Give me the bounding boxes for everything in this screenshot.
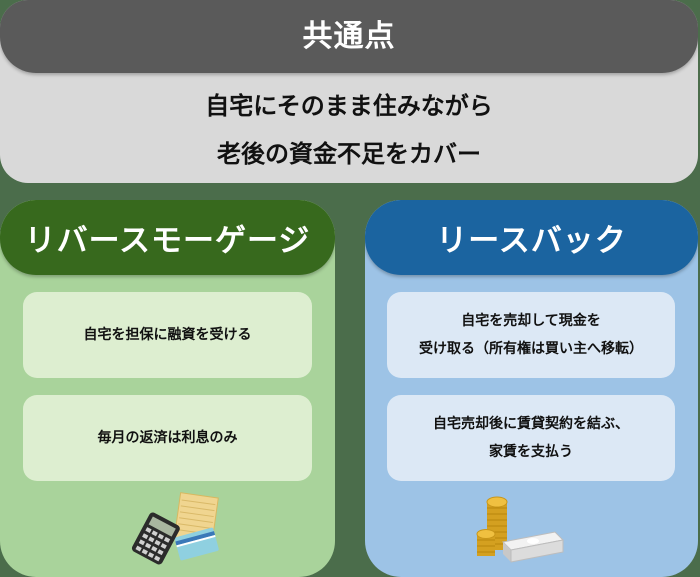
common-points-description: 自宅にそのまま住みながら 老後の資金不足をカバー [0,80,698,180]
common-points-box: 共通点 自宅にそのまま住みながら 老後の資金不足をカバー [0,0,698,183]
reverse-mortgage-title: リバースモーゲージ [24,223,311,259]
card-text-line-2: 家賃を支払う [489,444,573,460]
coins-banknotes-icon [476,496,565,563]
leaseback-panel: リースバック 自宅を売却して現金を 受け取る（所有権は買い主へ移転） 自宅売却後… [365,200,698,577]
card-text: 自宅を担保に融資を受ける [83,327,252,343]
common-line-2: 老後の資金不足をカバー [217,140,481,168]
card-text-line-2: 受け取る（所有権は買い主へ移転） [419,341,643,357]
card-text-line-1: 自宅を売却して現金を [461,313,601,329]
leaseback-title: リースバック [436,223,627,259]
reverse-mortgage-panel: リバースモーゲージ 自宅を担保に融資を受ける 毎月の返済は利息のみ [0,200,335,577]
card-text: 毎月の返済は利息のみ [97,430,238,446]
card-text-line-1: 自宅売却後に賃貸契約を結ぶ、 [433,416,629,432]
calculator-notepad-card-icon [131,492,219,565]
leaseback-card-sale: 自宅を売却して現金を 受け取る（所有権は買い主へ移転） [387,292,675,378]
reverse-mortgage-card-repayment: 毎月の返済は利息のみ [23,395,312,481]
leaseback-card-rent: 自宅売却後に賃貸契約を結ぶ、 家賃を支払う [387,395,675,481]
reverse-mortgage-header: リバースモーゲージ [0,200,335,275]
common-points-header: 共通点 [0,0,698,73]
leaseback-header: リースバック [365,200,698,275]
reverse-mortgage-card-collateral: 自宅を担保に融資を受ける [23,292,312,378]
common-line-1: 自宅にそのまま住みながら [205,92,493,120]
common-points-title: 共通点 [302,18,396,54]
